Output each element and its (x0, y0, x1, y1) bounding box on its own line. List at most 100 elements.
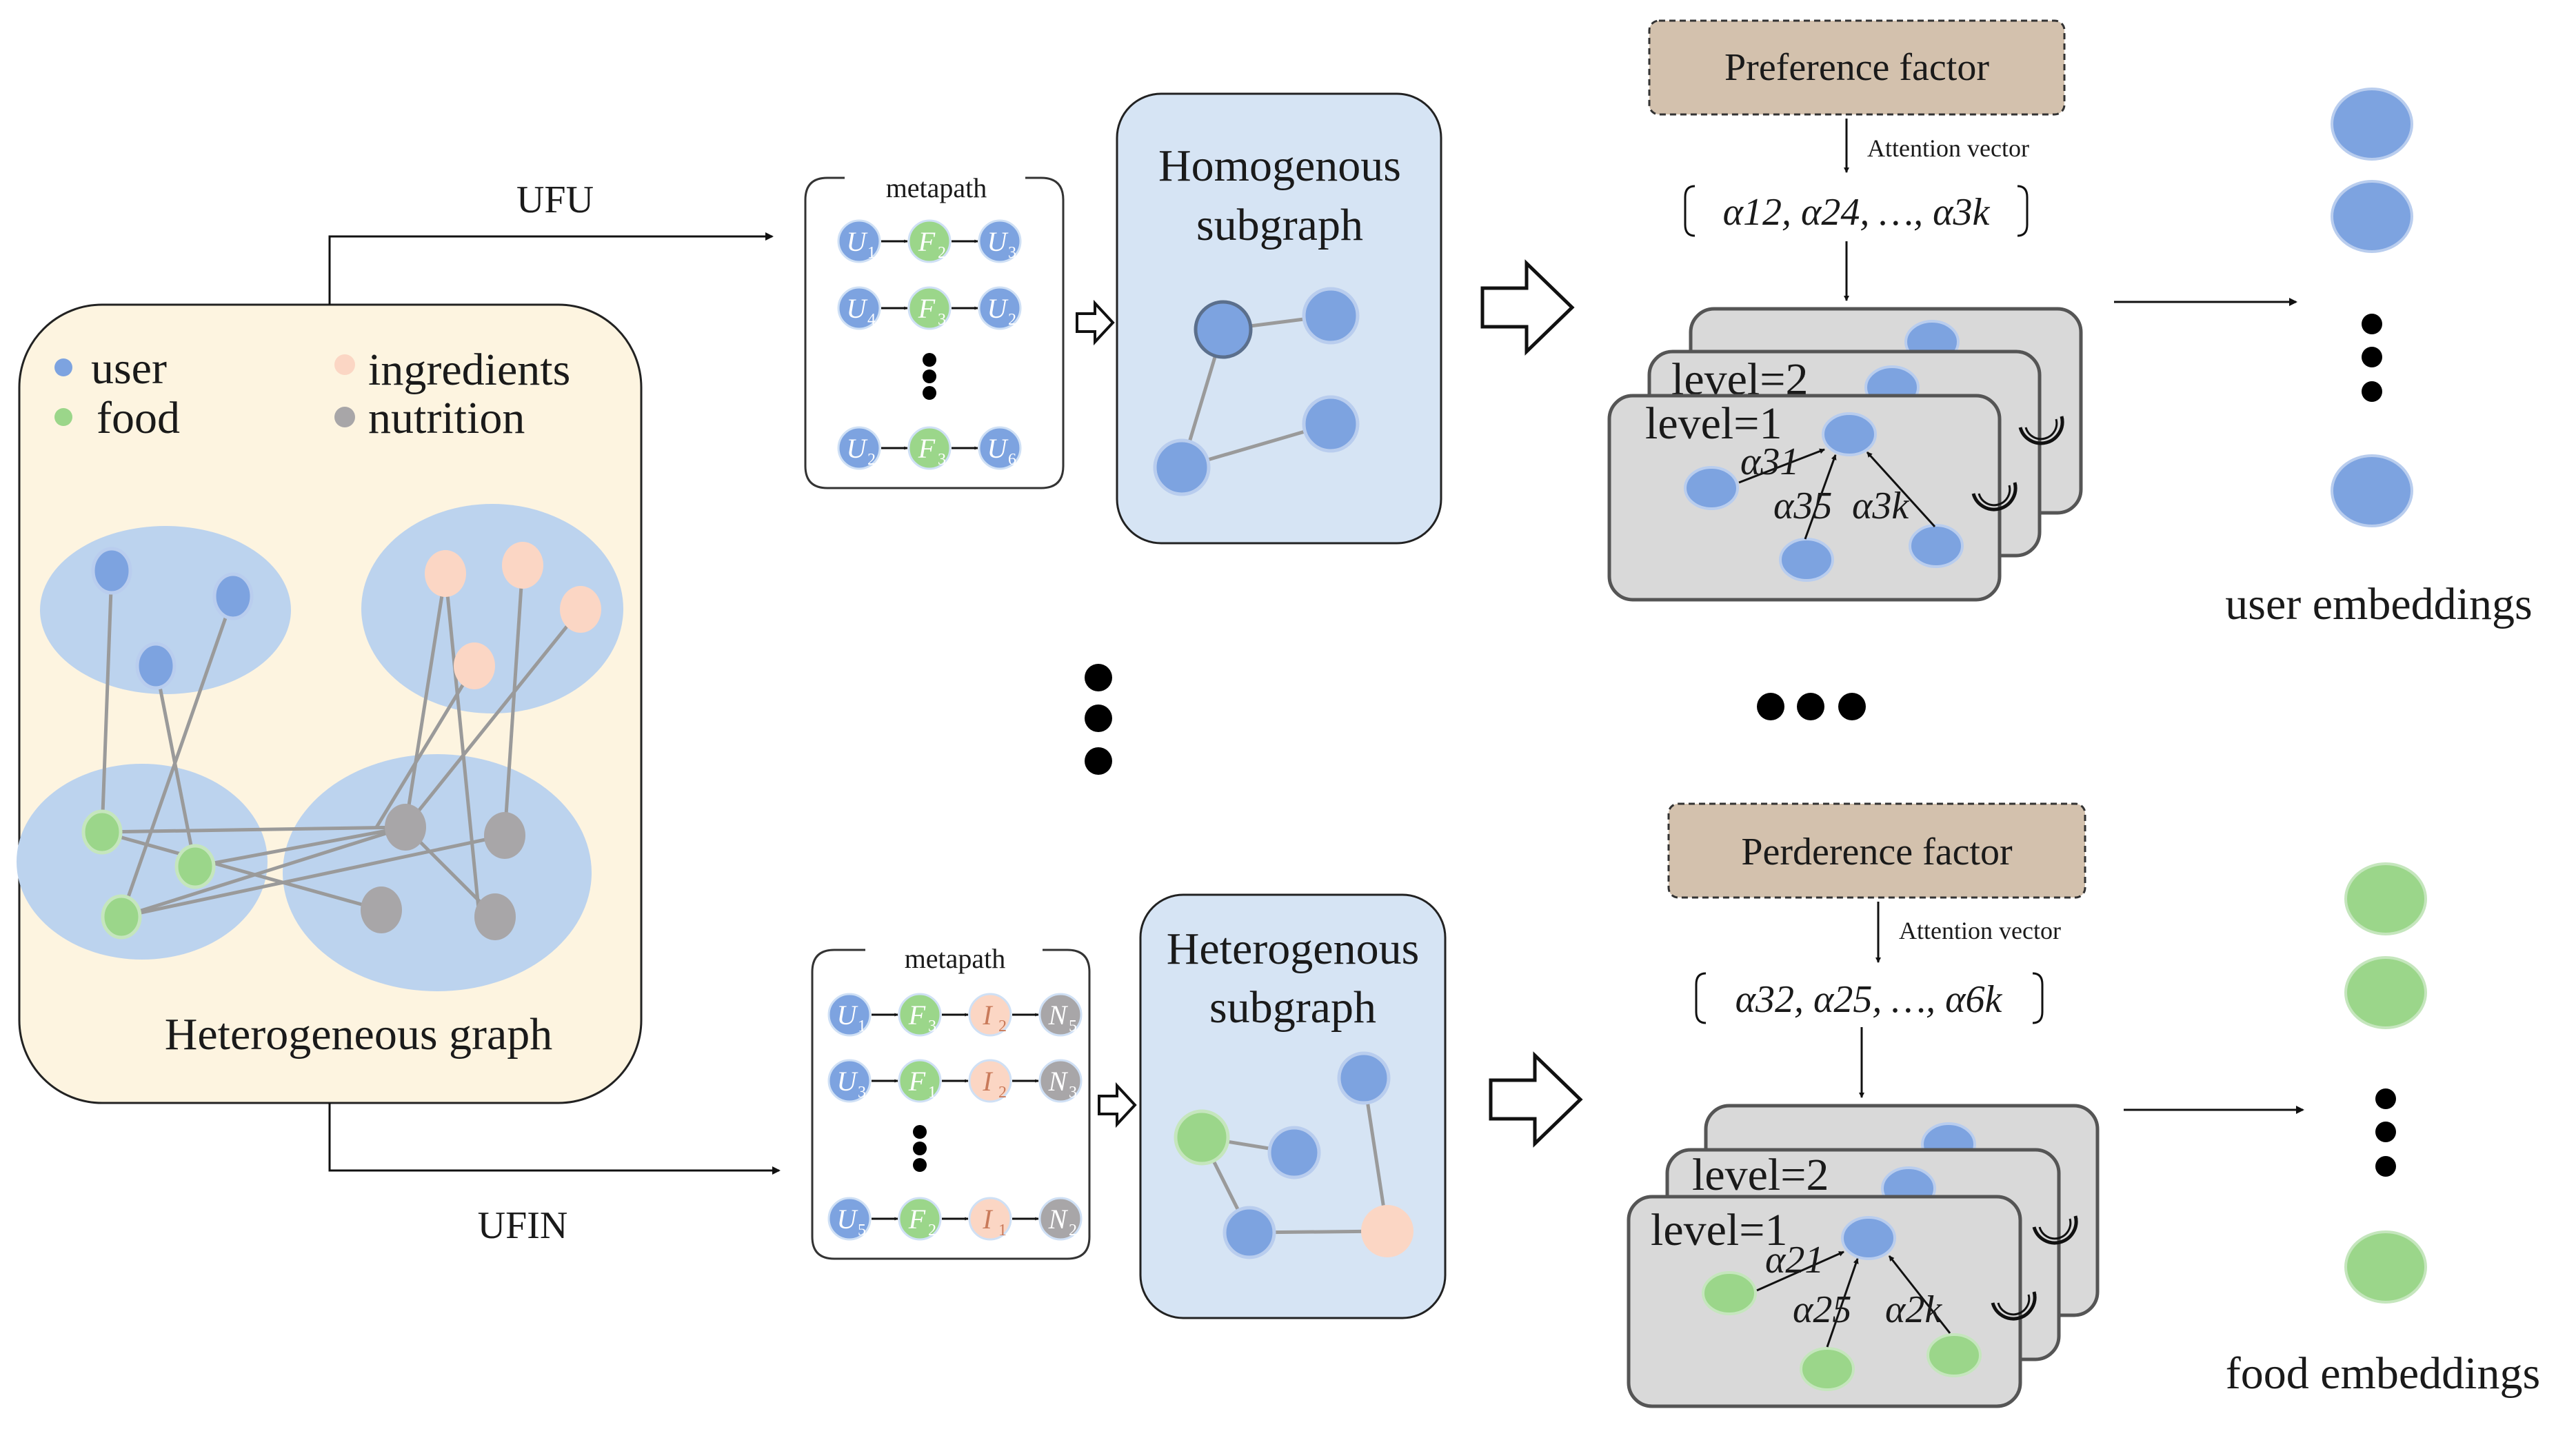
top-edge-weight-2: α35 (1773, 485, 1832, 527)
top-metapath-node-subscript: 3 (938, 311, 946, 329)
top-edge-weight-3: α3k (1852, 485, 1909, 527)
bottom-metapath-node (898, 1197, 942, 1241)
top-metapath-node-subscript: 2 (1008, 311, 1016, 329)
bottom-metapath-node-label: N (1048, 1204, 1069, 1235)
top-metapath-node-label: U (847, 293, 869, 324)
top-metapath-bracket (804, 176, 1065, 489)
top-metapath-node-subscript: 6 (1008, 451, 1016, 469)
top-metapath-node-subscript: 1 (867, 244, 876, 262)
legend-user-dot (54, 358, 72, 376)
subgraph-user-node (1302, 287, 1360, 345)
bottom-level-card-1 (1627, 1195, 2022, 1408)
nutrition-cluster (283, 754, 592, 991)
perderence-factor-label: Perderence factor (1741, 831, 2013, 873)
legend-user-label: user (91, 343, 167, 394)
bottom-metapath-node-label: U (837, 1066, 859, 1097)
bottom-metapath-node-label: I (982, 1000, 993, 1031)
homogenous-subgraph-title-line2: subgraph (1196, 200, 1363, 250)
bottom-level-2-label: level=2 (1692, 1150, 1829, 1200)
ufin-connector-arrow (328, 1103, 781, 1175)
target-user-node (1822, 412, 1877, 456)
bottom-small-hollow-arrow (1098, 1082, 1137, 1128)
top-metapath-node (978, 426, 1022, 470)
graph-ingredient-node (454, 642, 495, 689)
preference-factor-label: Preference factor (1724, 46, 1989, 89)
user-embeddings-label: user embeddings (2225, 579, 2532, 629)
top-metapath-node-subscript: 3 (938, 451, 946, 469)
top-attention-vector: α12, α24, …, α3k (1723, 191, 1991, 234)
top-metapath-node-label: U (847, 226, 869, 257)
bottom-metapath-node-label: U (837, 1204, 859, 1235)
target-food-node (1841, 1216, 1896, 1260)
top-edge-weight-1: α31 (1740, 440, 1799, 483)
top-metapath-node-subscript: 4 (867, 311, 876, 329)
bottom-metapath-node (1038, 993, 1083, 1037)
bottom-metapath-node-label: F (908, 1066, 926, 1097)
graph-user-node (135, 642, 177, 690)
graph-ingredient-node (425, 550, 466, 597)
food-embeddings: food embeddings (2226, 862, 2540, 1399)
top-big-hollow-arrow (1480, 259, 1575, 356)
top-level-card-1 (1607, 394, 2002, 602)
graph-ingredient-node (502, 542, 543, 589)
top-metapath-node-label: U (987, 226, 1009, 257)
bottom-metapath-node-label: I (982, 1204, 993, 1235)
homogenous-subgraph-bg (1116, 92, 1442, 545)
legend-ingredients-dot (334, 354, 355, 375)
branch-ellipsis-vertical (1085, 664, 1112, 775)
subgraph-user-node (1337, 1051, 1391, 1105)
bottom-metapath-node (827, 1197, 872, 1241)
bottom-attention-vector-label: Attention vector (1899, 917, 2061, 944)
subgraph-ingredient-node (1361, 1205, 1413, 1257)
heterogenous-subgraph-title-line2: subgraph (1209, 982, 1376, 1033)
bottom-metapath-node (898, 1059, 942, 1103)
graph-food-node (174, 844, 216, 889)
graph-nodes (81, 542, 601, 940)
top-level-1-label: level=1 (1645, 398, 1782, 449)
ufu-connector-arrow (328, 232, 774, 305)
top-attention-module: Preference factor Attention vector α12, … (1607, 19, 2083, 602)
subgraph-user-node (1153, 438, 1211, 496)
subgraph-user-node (1222, 1206, 1276, 1259)
subgraph-user-node (1267, 1126, 1321, 1179)
bottom-metapath-node (968, 993, 1012, 1037)
heterogenous-subgraph-title-line1: Heterogenous (1167, 924, 1420, 974)
bottom-metapath-node-label: F (908, 1000, 926, 1031)
bottom-metapath-node-subscript: 1 (998, 1222, 1007, 1239)
user-embedding-dot (2331, 454, 2413, 527)
bottom-big-hollow-arrow (1489, 1051, 1583, 1148)
bottom-metapath-node-subscript: 5 (858, 1222, 866, 1239)
graph-food-node (101, 894, 142, 940)
bottom-level-1-label: level=1 (1651, 1205, 1787, 1255)
subgraph-user-node (1302, 395, 1360, 453)
food-embedding-dot (2344, 862, 2427, 935)
bottom-metapath-node (827, 1059, 872, 1103)
bottom-attention-module: Perderence factor Attention vector α32, … (1627, 802, 2100, 1408)
graph-nutrition-node (385, 804, 426, 851)
bottom-attention-vector: α32, α25, …, α6k (1735, 978, 2003, 1021)
bottom-metapath-node-subscript: 5 (1069, 1017, 1077, 1035)
top-metapath-node (907, 426, 952, 470)
graph-nutrition-node (474, 893, 516, 940)
graph-nutrition-node (361, 886, 402, 933)
perderence-factor-box (1667, 802, 2086, 899)
bottom-edge-weight-1: α21 (1765, 1239, 1824, 1281)
legend-nutrition-dot (334, 407, 355, 427)
top-metapath-node (907, 286, 952, 330)
graph-title: Heterogeneous graph (165, 1009, 553, 1060)
top-metapath-node-label: F (918, 293, 936, 324)
top-metapath-node-label: U (987, 293, 1009, 324)
bottom-metapath-node-subscript: 2 (998, 1017, 1007, 1035)
homogenous-subgraph-title-line1: Homogenous (1158, 141, 1401, 191)
bottom-metapath-node (827, 993, 872, 1037)
food-embeddings-label: food embeddings (2226, 1348, 2540, 1399)
user-embedding-dot (2331, 180, 2413, 253)
bottom-metapath-node (1038, 1197, 1083, 1241)
graph-food-node (81, 809, 123, 855)
top-metapath-node (978, 219, 1022, 263)
subgraph-user-node (1194, 300, 1253, 359)
user-embedding-dot (2331, 88, 2413, 161)
graph-user-node (91, 547, 132, 595)
